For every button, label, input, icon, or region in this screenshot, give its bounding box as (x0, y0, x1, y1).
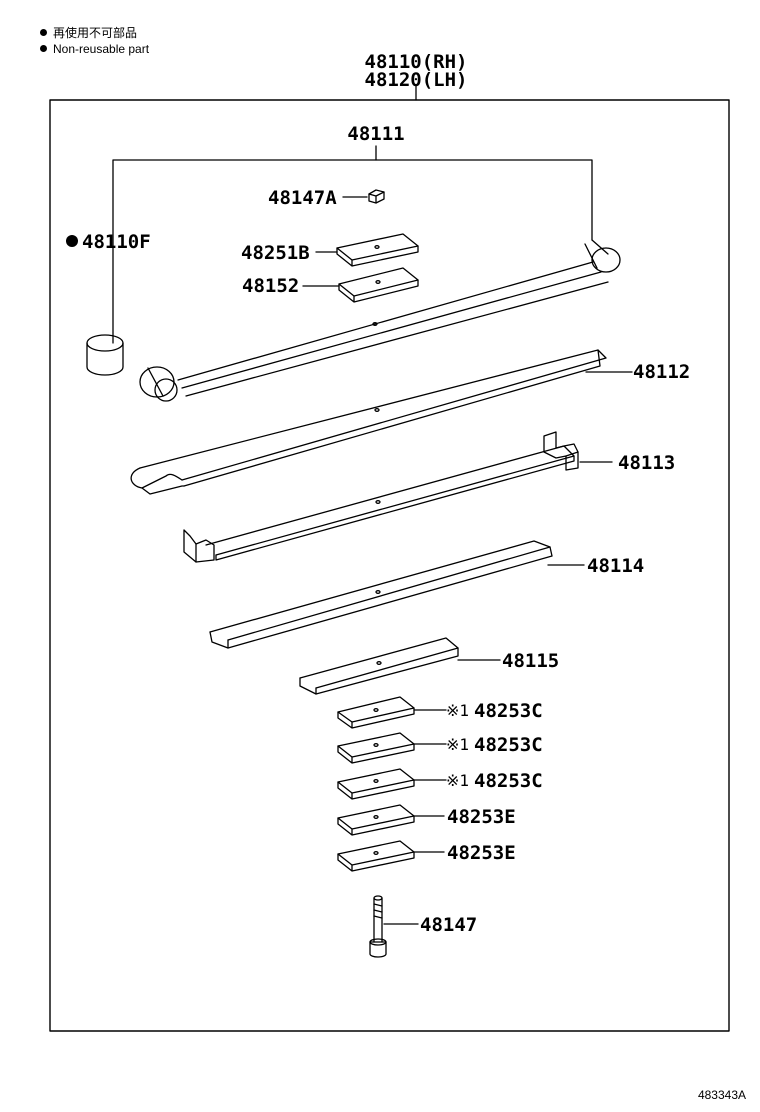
legend-non-reusable-ja: 再使用不可部品 (40, 26, 137, 40)
spacer-c-1-mark: ※1 (446, 701, 469, 720)
leaf-no5-label: 48115 (502, 650, 559, 672)
legend-non-reusable-en: Non-reusable part (40, 42, 149, 56)
diagram-code: 483343A (697, 1088, 746, 1102)
non-reusable-dot-icon (40, 45, 47, 52)
spacer-b-label: 48251B (241, 242, 310, 264)
bushing-label: 48110F (82, 231, 151, 253)
leaf-no2-label: 48112 (633, 361, 690, 383)
spacer-c-3-label: 48253C (474, 770, 543, 792)
leaf-no1-bracket (112, 159, 593, 344)
leaf-no4-label: 48114 (587, 555, 644, 577)
spacer-c-2-part (337, 732, 415, 764)
legend-en-text: Non-reusable part (53, 42, 150, 56)
leaf-no5-part (299, 637, 459, 695)
spacer-c-2-label: 48253C (474, 734, 543, 756)
legend-ja-text: 再使用不可部品 (53, 26, 138, 40)
assembly-rh-label: 48110(RH) (365, 51, 468, 73)
spacer-c-3-mark: ※1 (446, 771, 469, 790)
leaf-no3-part (183, 431, 579, 563)
center-bolt-label: 48147 (420, 914, 477, 936)
spacer-c-3-part (337, 768, 415, 800)
spacer-c-2-mark: ※1 (446, 735, 469, 754)
spacer-c-1-label: 48253C (474, 700, 543, 722)
center-bolt-part (369, 895, 387, 958)
leaf-no2-part (130, 349, 607, 495)
bushing-part (86, 334, 124, 376)
insulator-label: 48152 (242, 275, 299, 297)
spacer-b-part (336, 233, 419, 267)
assembly-lh-label: 48120(LH) (365, 69, 468, 91)
leaf-no4-part (209, 540, 553, 649)
nut-label: 48147A (268, 187, 337, 209)
spacer-e-2-part (337, 840, 415, 872)
non-reusable-dot-icon (40, 29, 47, 36)
spacer-e-1-label: 48253E (447, 806, 516, 828)
nut-part (368, 189, 385, 204)
insulator-part (338, 267, 419, 303)
spacer-c-1-part (337, 696, 415, 729)
non-reusable-marker-icon (66, 235, 78, 247)
leaf-no3-label: 48113 (618, 452, 675, 474)
spacer-e-1-part (337, 804, 415, 836)
leaf-no1-part (139, 239, 621, 402)
spacer-e-2-label: 48253E (447, 842, 516, 864)
leaf-no1-label: 48111 (347, 123, 404, 145)
assembly-frame (49, 99, 730, 1032)
